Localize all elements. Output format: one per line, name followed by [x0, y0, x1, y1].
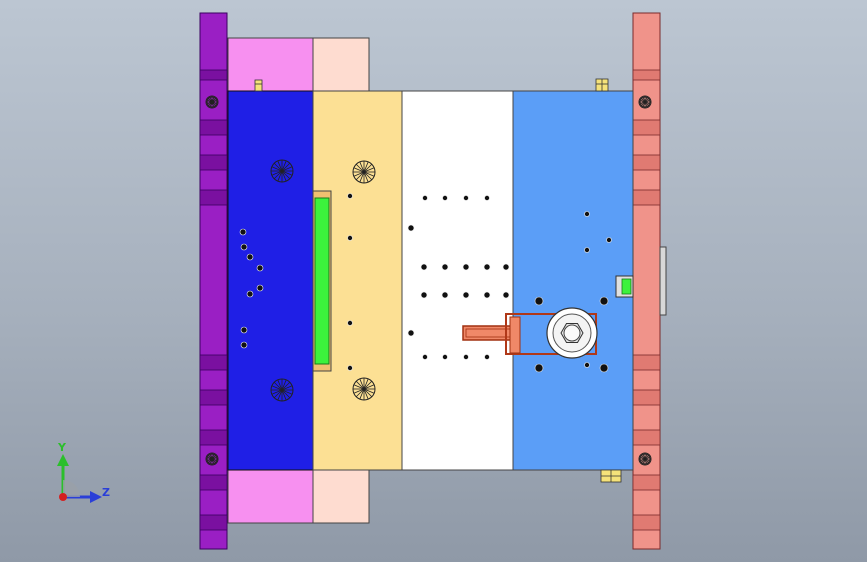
screw-hole [347, 235, 353, 241]
clamp-groove [632, 354, 661, 371]
bottom-block-peach[interactable] [312, 469, 370, 524]
screw-hole [599, 363, 609, 373]
screw-hole [347, 365, 353, 371]
bolt-head-symbol [639, 96, 651, 108]
screw-hole [584, 247, 590, 253]
screw-hole [599, 296, 609, 306]
right-clamp-plate[interactable] [632, 12, 667, 550]
screw-hole [407, 224, 415, 232]
plate-light-blue[interactable] [512, 90, 634, 471]
screw-hole [484, 354, 490, 360]
screw-hole [534, 363, 544, 373]
screw-hole [256, 264, 264, 272]
clamp-groove [199, 389, 228, 406]
screw-hole [441, 263, 449, 271]
screw-hole [239, 228, 247, 236]
left-clamp-plate[interactable] [199, 12, 228, 550]
screw-hole [442, 195, 448, 201]
bolt-head-symbol [206, 96, 218, 108]
hydraulic-cylinder[interactable] [462, 313, 597, 355]
green-insert[interactable] [312, 190, 332, 372]
screw-hole [420, 263, 428, 271]
screw-hole [240, 326, 248, 334]
triad-z-label: Z [102, 486, 110, 499]
clamp-groove [632, 429, 661, 446]
ejector-pin-symbol [352, 160, 376, 184]
locating-ring[interactable] [659, 246, 667, 316]
screw-hole [584, 211, 590, 217]
connector-top-right [595, 78, 609, 92]
top-block-pink[interactable] [227, 37, 314, 92]
coordinate-triad [57, 454, 102, 503]
screw-hole [240, 341, 248, 349]
screw-hole [422, 195, 428, 201]
screw-hole [534, 296, 544, 306]
screw-hole [484, 195, 490, 201]
screw-hole [347, 320, 353, 326]
clamp-groove [199, 514, 228, 531]
screw-hole [606, 237, 612, 243]
clamp-groove [199, 189, 228, 206]
top-block-peach[interactable] [312, 37, 370, 92]
screw-hole [483, 291, 491, 299]
connector-top-left [254, 79, 263, 92]
ejector-pin-symbol [270, 159, 294, 183]
screw-hole [442, 354, 448, 360]
clamp-groove [632, 389, 661, 406]
screw-hole [246, 253, 254, 261]
screw-hole [483, 263, 491, 271]
screw-hole [256, 284, 264, 292]
plate-white[interactable] [401, 90, 514, 471]
cavity-plate-blue[interactable] [227, 90, 314, 471]
screw-hole [422, 354, 428, 360]
screw-hole [420, 291, 428, 299]
screw-hole [584, 362, 590, 368]
triad-y-label: Y [58, 441, 66, 454]
bottom-block-pink[interactable] [227, 469, 314, 524]
clamp-groove [632, 514, 661, 531]
clamp-groove [199, 154, 228, 171]
screw-hole [407, 329, 415, 337]
screw-hole [246, 290, 254, 298]
ejector-pin-symbol [352, 377, 376, 401]
connector-bottom-right [600, 469, 622, 483]
cylinder-nut [546, 307, 598, 359]
screw-hole [502, 263, 510, 271]
screw-hole [240, 243, 248, 251]
clamp-groove [199, 354, 228, 371]
clamp-groove [199, 119, 228, 136]
screw-hole [462, 291, 470, 299]
screw-hole [502, 291, 510, 299]
clamp-groove [199, 474, 228, 491]
ejector-pin-symbol [270, 378, 294, 402]
screw-hole [462, 263, 470, 271]
clamp-groove [632, 69, 661, 81]
screw-hole [441, 291, 449, 299]
bolt-head-symbol [639, 453, 651, 465]
screw-hole [463, 195, 469, 201]
clamp-groove [632, 154, 661, 171]
bolt-head-symbol [206, 453, 218, 465]
side-connector-green [615, 275, 634, 298]
clamp-groove [632, 189, 661, 206]
clamp-groove [632, 119, 661, 136]
clamp-groove [199, 69, 228, 81]
screw-hole [463, 354, 469, 360]
screw-hole [347, 193, 353, 199]
clamp-groove [199, 429, 228, 446]
clamp-groove [632, 474, 661, 491]
